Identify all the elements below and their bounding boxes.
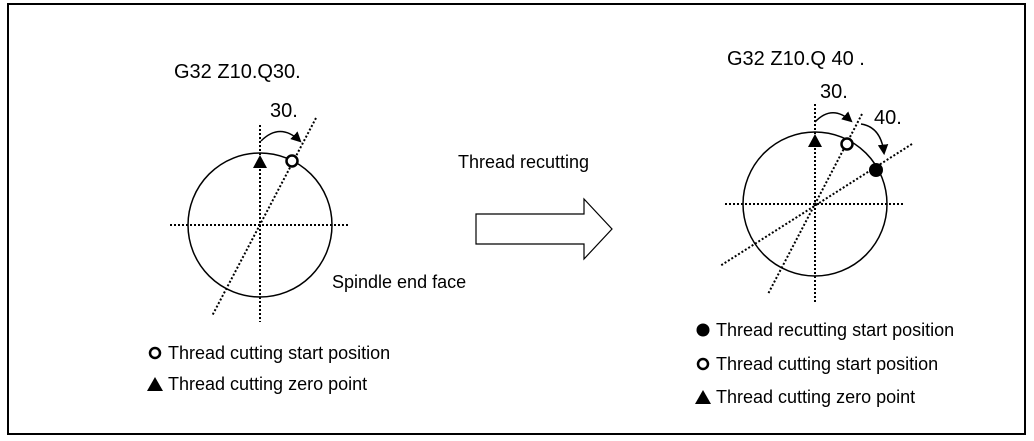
left-legend-label-start: Thread cutting start position	[168, 343, 391, 363]
right-angle-label-2: 40.	[874, 107, 902, 129]
left-legend-item-zero: Thread cutting zero point	[142, 375, 367, 393]
right-command-text: G32 Z10.Q 40 .	[727, 48, 865, 70]
right-legend-label-zero: Thread cutting zero point	[716, 387, 916, 407]
left-angle-label: 30.	[270, 100, 298, 122]
hollow-circle-icon	[690, 357, 716, 371]
right-legend-item-zero: Thread cutting zero point	[690, 388, 915, 406]
recutting-block-arrow	[475, 197, 613, 261]
hollow-circle-icon	[142, 346, 168, 360]
right-zero-point-triangle	[808, 134, 822, 147]
spindle-end-face-label: Spindle end face	[332, 272, 467, 292]
right-recut-angle-line	[719, 143, 913, 267]
right-legend-item-start: Thread cutting start position	[690, 355, 938, 373]
diagram-frame	[7, 3, 1026, 435]
left-legend-item-start: Thread cutting start position	[142, 344, 390, 362]
right-legend-label-recut: Thread recutting start position	[716, 320, 955, 340]
right-spindle-figure	[719, 104, 913, 302]
right-angle-label-1: 30.	[820, 81, 848, 103]
left-command-text: G32 Z10.Q30.	[174, 61, 301, 83]
left-start-position-circle	[285, 154, 299, 168]
right-recut-start-circle	[869, 163, 883, 177]
filled-triangle-icon	[142, 376, 168, 392]
right-angle-arc-arrow-2	[860, 123, 889, 156]
left-zero-point-triangle	[253, 155, 267, 168]
left-legend-label-zero: Thread cutting zero point	[168, 374, 368, 394]
filled-triangle-icon	[690, 389, 716, 405]
filled-circle-icon	[690, 322, 716, 338]
right-legend-item-recut: Thread recutting start position	[690, 321, 954, 339]
left-start-angle-line	[211, 117, 317, 317]
right-angle-arc-arrow-1	[814, 111, 853, 123]
right-start-position-circle	[840, 137, 854, 151]
left-spindle-figure	[170, 117, 348, 322]
thread-recutting-label: Thread recutting	[458, 152, 590, 172]
left-angle-arc-arrow	[260, 130, 302, 143]
right-legend-label-start: Thread cutting start position	[716, 354, 939, 374]
